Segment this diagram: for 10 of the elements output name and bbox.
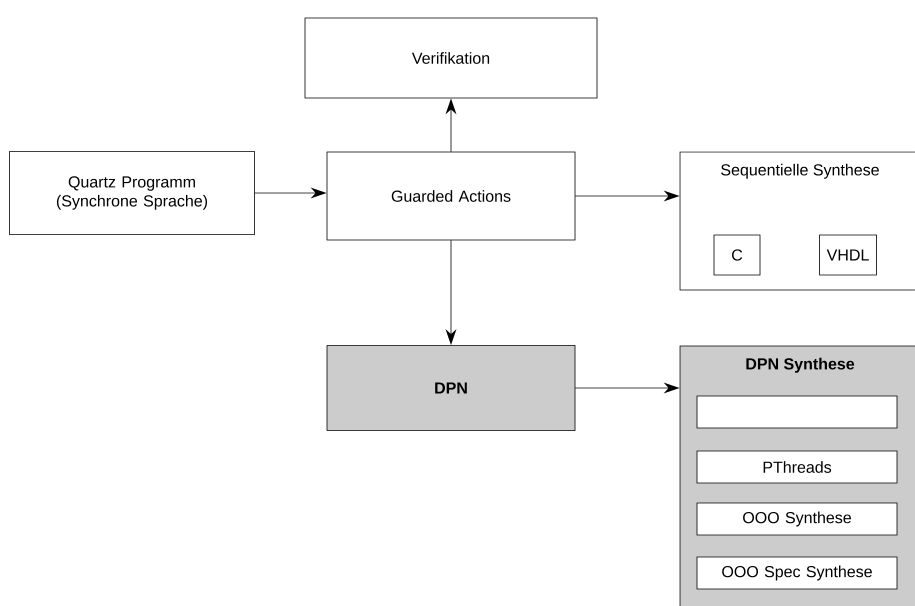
process-box: Verifikation [304, 18, 598, 98]
process-box: OOO Synthese [696, 502, 898, 536]
process-box: PThreads [696, 450, 898, 484]
process-box: Guarded Actions [326, 152, 576, 240]
process-box: OOO Spec Synthese [696, 556, 898, 590]
process-box: Quartz Programm (Synchrone Sprache) [9, 151, 255, 235]
process-box: DPN [326, 345, 576, 431]
process-box [696, 396, 898, 428]
process-box: C [714, 234, 760, 276]
process-box: VHDL [819, 234, 877, 276]
